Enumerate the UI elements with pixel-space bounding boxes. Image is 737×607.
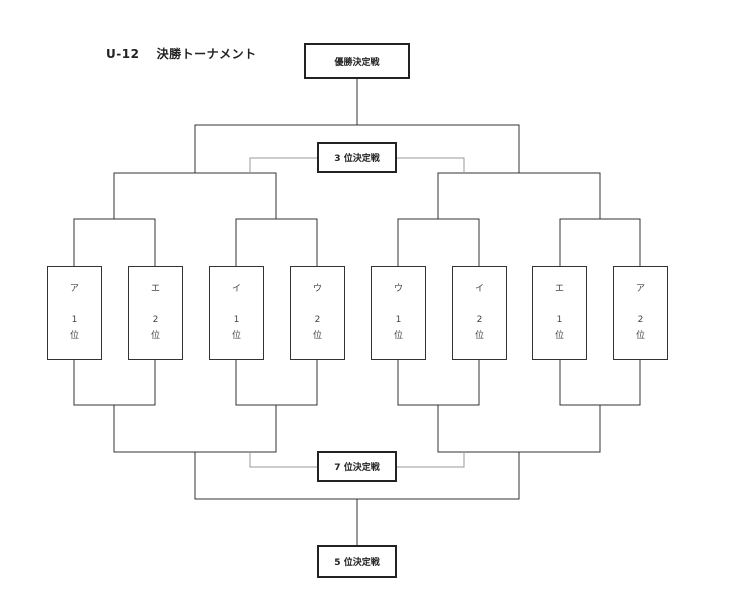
- third-place-connector-left: [249, 157, 318, 173]
- slot-team: ウ: [393, 284, 403, 294]
- seventh-place-connector-left: [249, 452, 318, 468]
- third-place-connector-right: [396, 157, 465, 173]
- final-match-label: 優勝決定戦: [334, 57, 380, 68]
- seventh-place-match-box: 7 位決定戦: [317, 451, 397, 482]
- slot-rank-unit: 位: [69, 331, 79, 341]
- slot-team: エ: [150, 284, 160, 294]
- slot-rank: 1: [556, 315, 563, 325]
- upper-connector-1: [73, 218, 156, 266]
- team-slot: イ 2 位: [452, 266, 507, 360]
- slot-team: ア: [635, 284, 645, 294]
- lower-semi-left: [113, 405, 277, 453]
- upper-semi-left: [113, 172, 277, 219]
- slot-rank: 2: [152, 315, 159, 325]
- lower-semi-right: [437, 405, 601, 453]
- upper-connector-4: [559, 218, 641, 266]
- slot-team: ウ: [312, 284, 322, 294]
- slot-rank: 1: [395, 315, 402, 325]
- slot-rank-unit: 位: [554, 331, 564, 341]
- slot-rank-unit: 位: [150, 331, 160, 341]
- upper-semi-right: [437, 172, 601, 219]
- upper-connector-3: [397, 218, 480, 266]
- fifth-place-match-label: 5 位決定戦: [334, 558, 380, 568]
- team-slot: イ 1 位: [209, 266, 264, 360]
- slot-team: エ: [554, 284, 564, 294]
- lower-connector-3: [397, 359, 480, 406]
- team-slot: ア 2 位: [613, 266, 668, 360]
- upper-connector-2: [235, 218, 318, 266]
- slot-team: イ: [474, 284, 484, 294]
- seventh-place-connector-right: [396, 452, 465, 468]
- team-slot: ア 1 位: [47, 266, 102, 360]
- third-place-match-box: 3 位決定戦: [317, 142, 397, 173]
- lower-connector-2: [235, 359, 318, 406]
- final-match-box: 優勝決定戦: [304, 43, 410, 79]
- slot-rank-unit: 位: [635, 331, 645, 341]
- third-place-match-label: 3 位決定戦: [334, 154, 380, 164]
- team-slot: エ 2 位: [128, 266, 183, 360]
- lower-connector-1: [73, 359, 156, 406]
- slot-rank: 1: [71, 315, 78, 325]
- slot-rank-unit: 位: [393, 331, 403, 341]
- slot-rank-unit: 位: [474, 331, 484, 341]
- slot-rank: 2: [637, 315, 644, 325]
- slot-rank: 2: [476, 315, 483, 325]
- slot-rank: 2: [314, 315, 321, 325]
- slot-rank-unit: 位: [231, 331, 241, 341]
- team-slot: エ 1 位: [532, 266, 587, 360]
- slot-rank-unit: 位: [312, 331, 322, 341]
- seventh-place-match-label: 7 位決定戦: [334, 463, 380, 473]
- slot-team: ア: [69, 284, 79, 294]
- slot-rank: 1: [233, 315, 240, 325]
- slot-team: イ: [231, 284, 241, 294]
- page-title: U-12 決勝トーナメント: [106, 47, 257, 61]
- fifth-place-match-box: 5 位決定戦: [317, 545, 397, 578]
- team-slot: ウ 1 位: [371, 266, 426, 360]
- lower-connector-4: [559, 359, 641, 406]
- team-slot: ウ 2 位: [290, 266, 345, 360]
